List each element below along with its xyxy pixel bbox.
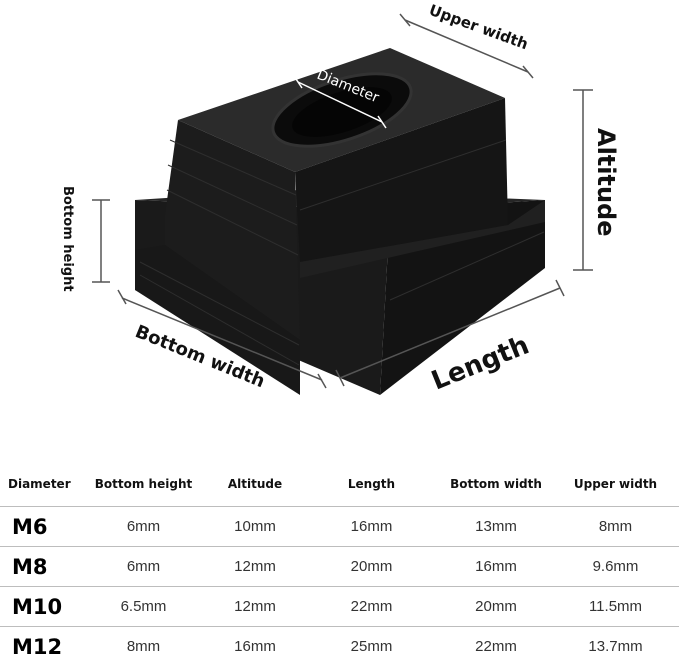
row-bottom-height: 6mm [80, 547, 207, 587]
row-length: 20mm [303, 547, 440, 587]
row-upper-width: 8mm [552, 507, 679, 547]
row-upper-width: 11.5mm [552, 587, 679, 627]
table-row: M6 6mm 10mm 16mm 13mm 8mm [0, 507, 679, 547]
row-size: M12 [0, 627, 80, 666]
row-size: M10 [0, 587, 80, 627]
header-bottom-height: Bottom height [80, 462, 207, 507]
row-length: 22mm [303, 587, 440, 627]
altitude-label: Altitude [592, 128, 620, 237]
altitude-dimension [573, 90, 593, 270]
header-length: Length [303, 462, 440, 507]
header-bottom-width: Bottom width [440, 462, 552, 507]
upper-width-label: Upper width [427, 1, 531, 54]
row-bottom-width: 22mm [440, 627, 552, 666]
row-altitude: 12mm [207, 547, 303, 587]
row-altitude: 10mm [207, 507, 303, 547]
table-row: M12 8mm 16mm 25mm 22mm 13.7mm [0, 627, 679, 666]
row-length: 25mm [303, 627, 440, 666]
row-bottom-height: 6mm [80, 507, 207, 547]
table-row: M10 6.5mm 12mm 22mm 20mm 11.5mm [0, 587, 679, 627]
row-bottom-width: 16mm [440, 547, 552, 587]
bottom-height-label: Bottom height [60, 186, 75, 292]
table-header-row: Diameter Bottom height Altitude Length B… [0, 462, 679, 507]
row-length: 16mm [303, 507, 440, 547]
header-altitude: Altitude [207, 462, 303, 507]
row-size: M8 [0, 547, 80, 587]
row-altitude: 16mm [207, 627, 303, 666]
row-upper-width: 13.7mm [552, 627, 679, 666]
header-upper-width: Upper width [552, 462, 679, 507]
row-bottom-width: 13mm [440, 507, 552, 547]
row-bottom-height: 8mm [80, 627, 207, 666]
spec-table: Diameter Bottom height Altitude Length B… [0, 462, 679, 666]
table-row: M8 6mm 12mm 20mm 16mm 9.6mm [0, 547, 679, 587]
row-altitude: 12mm [207, 587, 303, 627]
row-bottom-width: 20mm [440, 587, 552, 627]
header-diameter: Diameter [0, 462, 80, 507]
row-size: M6 [0, 507, 80, 547]
t-nut-diagram: Upper width Diameter Altitude Bottom hei… [0, 0, 679, 440]
row-bottom-height: 6.5mm [80, 587, 207, 627]
bottom-height-dimension [92, 200, 110, 282]
row-upper-width: 9.6mm [552, 547, 679, 587]
